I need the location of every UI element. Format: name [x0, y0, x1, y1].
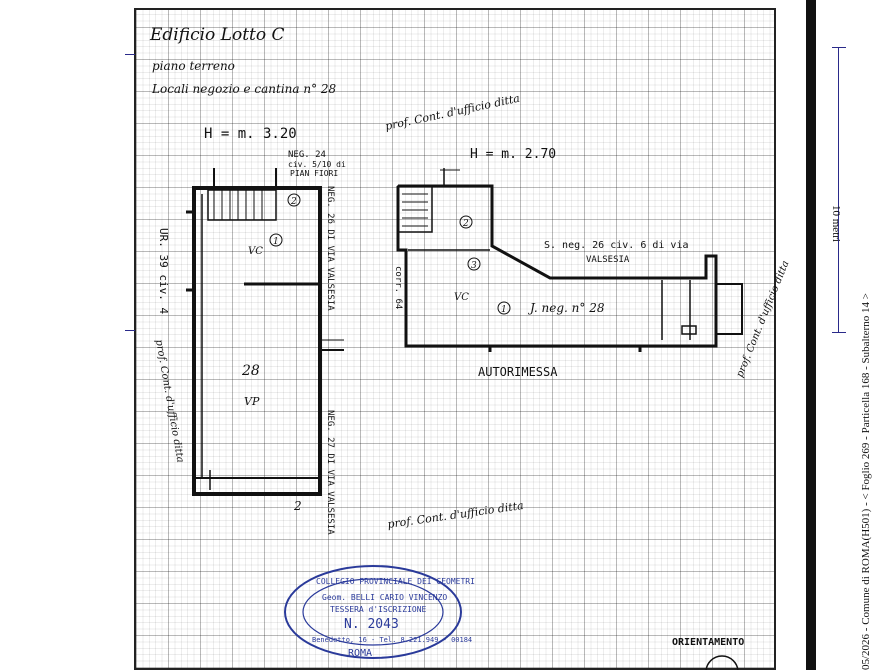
right-plan-walls	[396, 168, 743, 352]
stamp-name: Geom. BELLI CARIO VINCENZO	[322, 593, 447, 602]
header-line3: Locali negozio e cantina n° 28	[151, 82, 337, 96]
left-neg-top-sub2: PIAN FIORI	[290, 169, 338, 178]
left-mark-1: 1	[273, 237, 279, 247]
compass-icon	[705, 655, 739, 670]
right-mark-1: 1	[501, 305, 507, 315]
right-bottom-label: AUTORIMESSA	[478, 365, 558, 379]
left-room-number: 28	[241, 363, 260, 379]
scale-tick	[125, 54, 135, 55]
page-edge-bar	[806, 0, 816, 670]
right-neg-name: J. neg. n° 28	[527, 301, 605, 315]
signature-top: prof. Cont. d'ufficio ditta	[384, 92, 521, 133]
signature-bottom: prof. Cont. d'ufficio ditta	[387, 499, 525, 531]
left-neg-top: NEG. 24	[288, 150, 326, 160]
right-height: H = m. 2.70	[470, 147, 556, 162]
left-neg-top-sub1: civ. 5/10 di	[288, 160, 346, 169]
left-side-right-top: NEG. 26 DI VIA VALSESIA	[325, 186, 335, 311]
scale-tick	[832, 332, 846, 333]
stamp-address: Benedetto, 16 - Tel. 8.221.949 - 00184	[312, 636, 472, 644]
stamp-city: ROMA	[348, 648, 372, 659]
right-mark-2: 2	[462, 219, 469, 229]
stamp-number: N. 2043	[344, 617, 399, 632]
geometer-stamp	[284, 565, 462, 659]
stamp-ring-text: COLLEGIO PROVINCIALE DEI GEOMETRI	[316, 577, 475, 586]
left-height: H = m. 3.20	[204, 126, 297, 142]
right-vc: VC	[454, 292, 469, 303]
right-neg-label1: S. neg. 26 civ. 6 di via	[544, 240, 689, 251]
left-side-label: UR. 39 civ. 4	[157, 228, 170, 314]
signature-left: prof. Cont. d'ufficio ditta	[153, 339, 186, 464]
left-plan-walls	[186, 168, 344, 496]
scale-tick	[832, 47, 846, 48]
left-bottom-num: 2	[293, 499, 302, 513]
scale-label: 10 metri	[830, 205, 842, 242]
right-neg-label2: VALSESIA	[586, 255, 630, 265]
left-vc: VC	[248, 246, 263, 257]
right-corr: corr. 64	[393, 266, 403, 309]
left-mark-2: 2	[290, 197, 297, 207]
floor-plan-sheet	[134, 8, 776, 670]
cadastral-reference: 05/2026 - Comune di ROMA(H501) - < Fogli…	[860, 293, 872, 670]
left-side-right-bottom: NEG. 27 DI VIA VALSESIA	[325, 410, 335, 535]
orientamento-label: ORIENTAMENTO	[672, 637, 744, 648]
scale-bar	[838, 47, 839, 332]
header-line2: piano terreno	[152, 59, 235, 73]
header-line1: Edificio Lotto C	[149, 25, 285, 45]
stamp-tessera: TESSERA d'ISCRIZIONE	[330, 605, 427, 614]
signature-right: prof. Cont. d'ufficio ditta	[735, 259, 792, 379]
right-mark-3: 3	[471, 261, 477, 271]
scale-tick	[125, 330, 135, 331]
left-room-code: VP	[244, 395, 260, 408]
